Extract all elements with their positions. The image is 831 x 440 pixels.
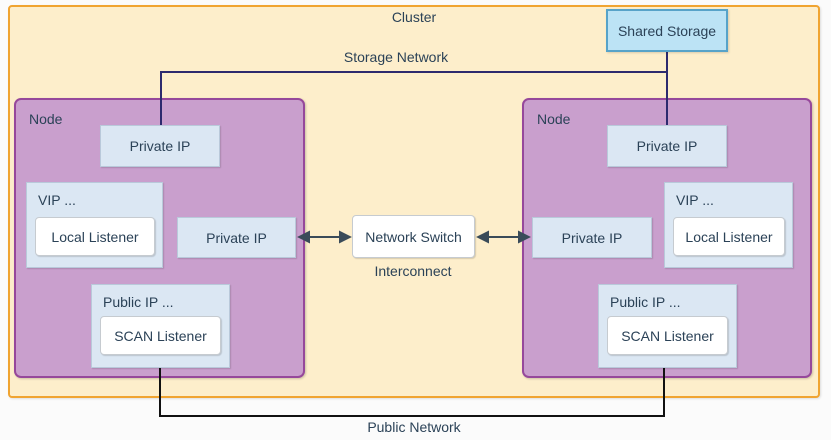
scan-listener-box: SCAN Listener	[607, 316, 728, 355]
private-ip-label: Private IP	[129, 138, 191, 154]
interconnect-label: Interconnect	[374, 263, 452, 279]
private-ip-top-box: Private IP	[100, 125, 220, 167]
scan-listener-label: SCAN Listener	[621, 327, 714, 344]
vip-label: VIP ...	[676, 192, 714, 208]
private-ip-label: Private IP	[636, 138, 698, 154]
network-switch-label: Network Switch	[365, 228, 462, 245]
shared-storage-label: Shared Storage	[617, 22, 717, 39]
network-switch-box: Network Switch	[352, 215, 475, 258]
local-listener-box: Local Listener	[35, 217, 155, 256]
scan-listener-label: SCAN Listener	[114, 327, 207, 344]
private-ip-top-box: Private IP	[607, 125, 727, 167]
local-listener-label: Local Listener	[685, 228, 773, 245]
node-label: Node	[29, 111, 63, 127]
shared-storage-box: Shared Storage	[606, 9, 728, 52]
private-ip-mid-box: Private IP	[532, 217, 652, 258]
private-ip-mid-box: Private IP	[177, 217, 296, 258]
local-listener-box: Local Listener	[673, 217, 785, 256]
private-ip-label: Private IP	[206, 229, 267, 246]
private-ip-label: Private IP	[561, 229, 623, 246]
vip-label: VIP ...	[38, 192, 76, 208]
cluster-label: Cluster	[391, 9, 437, 25]
public-ip-label: Public IP ...	[610, 294, 681, 310]
node-label: Node	[537, 111, 571, 127]
storage-network-label: Storage Network	[343, 49, 449, 65]
public-network-label: Public Network	[367, 419, 461, 435]
scan-listener-box: SCAN Listener	[100, 316, 221, 355]
local-listener-label: Local Listener	[51, 228, 139, 245]
public-ip-label: Public IP ...	[103, 294, 174, 310]
